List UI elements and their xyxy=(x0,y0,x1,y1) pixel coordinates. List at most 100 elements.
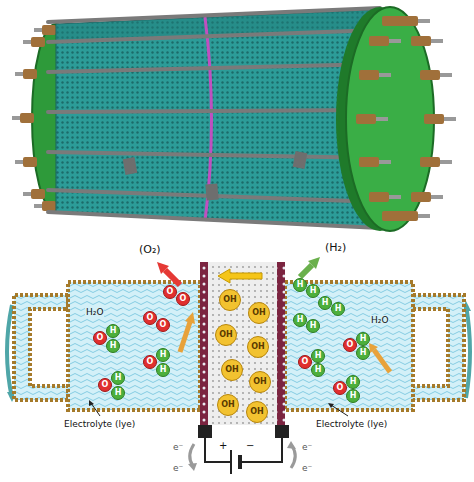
atom-symbol: H xyxy=(115,374,122,382)
atom-symbol: O xyxy=(97,334,104,342)
atom-symbol: OH xyxy=(250,408,264,416)
atom-symbol: H xyxy=(315,352,322,360)
cell-schematic xyxy=(277,262,285,425)
oxygen-atom: O xyxy=(93,331,107,345)
atom-symbol: H xyxy=(297,316,304,324)
hydroxide-ion: OH xyxy=(248,302,270,324)
hydrogen-atom: H xyxy=(306,319,320,333)
right-bolt xyxy=(411,36,431,46)
left-bolt xyxy=(12,25,56,211)
cell-schematic xyxy=(287,441,296,449)
oxygen-atom: O xyxy=(156,318,170,332)
atom-symbol: O xyxy=(167,288,174,296)
right-bolt xyxy=(376,117,388,121)
right-bolt xyxy=(420,157,440,167)
right-bolt xyxy=(369,192,389,202)
hydrogen-atom: H xyxy=(306,284,320,298)
polarity-sign: − xyxy=(245,440,255,452)
tie-rod xyxy=(48,8,380,228)
cell-schematic xyxy=(308,257,320,269)
atom-symbol: OH xyxy=(252,309,266,317)
cell-schematic xyxy=(200,262,208,425)
hydroxide-ion: OH xyxy=(221,359,243,381)
atom-symbol: H xyxy=(160,351,167,359)
right-bolt xyxy=(418,214,430,218)
atom-symbol: O xyxy=(347,341,354,349)
cell-schematic xyxy=(369,343,378,353)
atom-symbol: H xyxy=(360,335,367,343)
oxygen-atom: O xyxy=(98,378,112,392)
chemical-label: H₂O xyxy=(370,315,389,325)
clip-plate xyxy=(123,151,308,200)
left-bolt xyxy=(23,69,37,79)
cell-schematic xyxy=(205,438,282,462)
cell-schematic xyxy=(68,282,200,410)
atom-symbol: H xyxy=(110,327,117,335)
hydroxide-ion: OH xyxy=(247,336,269,358)
electron-label: e⁻ xyxy=(301,463,313,473)
left-bolt xyxy=(31,189,45,199)
cell-schematic xyxy=(328,403,334,408)
cell-schematic xyxy=(190,444,194,466)
hydrogen-atom: H xyxy=(311,349,325,363)
left-bolt xyxy=(42,25,56,35)
right-bolt xyxy=(369,36,389,46)
right-bolt xyxy=(398,211,418,221)
atom-symbol: O xyxy=(302,358,309,366)
left-bolt xyxy=(31,37,45,47)
right-bolt xyxy=(418,19,430,23)
cell-schematic xyxy=(331,405,348,416)
left-bolt xyxy=(23,157,37,167)
cell-schematic xyxy=(165,270,180,285)
clip-plate xyxy=(293,151,308,169)
hydrogen-atom: H xyxy=(356,332,370,346)
tie-rod xyxy=(48,8,380,22)
hydroxide-ion: OH xyxy=(217,394,239,416)
left-bolt xyxy=(23,40,31,44)
right-bolt xyxy=(389,39,401,43)
atom-symbol: O xyxy=(102,381,109,389)
left-bolt xyxy=(23,192,31,196)
atom-symbol: H xyxy=(110,342,117,350)
oxygen-atom: O xyxy=(176,292,190,306)
cell-schematic xyxy=(230,450,232,474)
oxygen-atom: O xyxy=(343,338,357,352)
tie-rod xyxy=(48,64,380,72)
cell-schematic xyxy=(285,282,413,410)
atom-symbol: H xyxy=(350,392,357,400)
atom-symbol: O xyxy=(147,314,154,322)
hydrogen-atom: H xyxy=(331,302,345,316)
atom-symbol: OH xyxy=(221,401,235,409)
stack-3d-view xyxy=(56,10,372,228)
hydroxide-ion: OH xyxy=(249,371,271,393)
cell-schematic xyxy=(300,265,312,277)
hydrogen-atom: H xyxy=(293,313,307,327)
atom-symbol: H xyxy=(350,378,357,386)
gas-label: (H₂) xyxy=(324,242,347,255)
atom-symbol: H xyxy=(310,322,317,330)
hydrogen-atom: H xyxy=(106,324,120,338)
tie-rod xyxy=(48,110,380,112)
cell-schematic xyxy=(374,350,390,372)
cell-schematic xyxy=(208,262,277,425)
atom-symbol: H xyxy=(322,299,329,307)
right-bolt xyxy=(389,195,401,199)
cell-schematic xyxy=(218,269,262,283)
hydrogen-atom: H xyxy=(311,363,325,377)
hydroxide-ion: OH xyxy=(219,289,241,311)
atom-symbol: H xyxy=(360,349,367,357)
cell-schematic xyxy=(198,425,212,438)
cell-schematic xyxy=(180,322,190,352)
right-bolt xyxy=(359,157,379,167)
hydrogen-atom: H xyxy=(111,371,125,385)
atom-symbol: OH xyxy=(225,366,239,374)
right-bolt xyxy=(379,73,391,77)
cell-schematic xyxy=(238,455,242,469)
cell-schematic xyxy=(275,425,289,438)
electron-label: e⁻ xyxy=(172,463,184,473)
oxygen-atom: O xyxy=(143,311,157,325)
left-bolt xyxy=(15,72,23,76)
atom-symbol: H xyxy=(315,366,322,374)
polarity-sign: + xyxy=(218,440,228,452)
hydrogen-atom: H xyxy=(356,346,370,360)
